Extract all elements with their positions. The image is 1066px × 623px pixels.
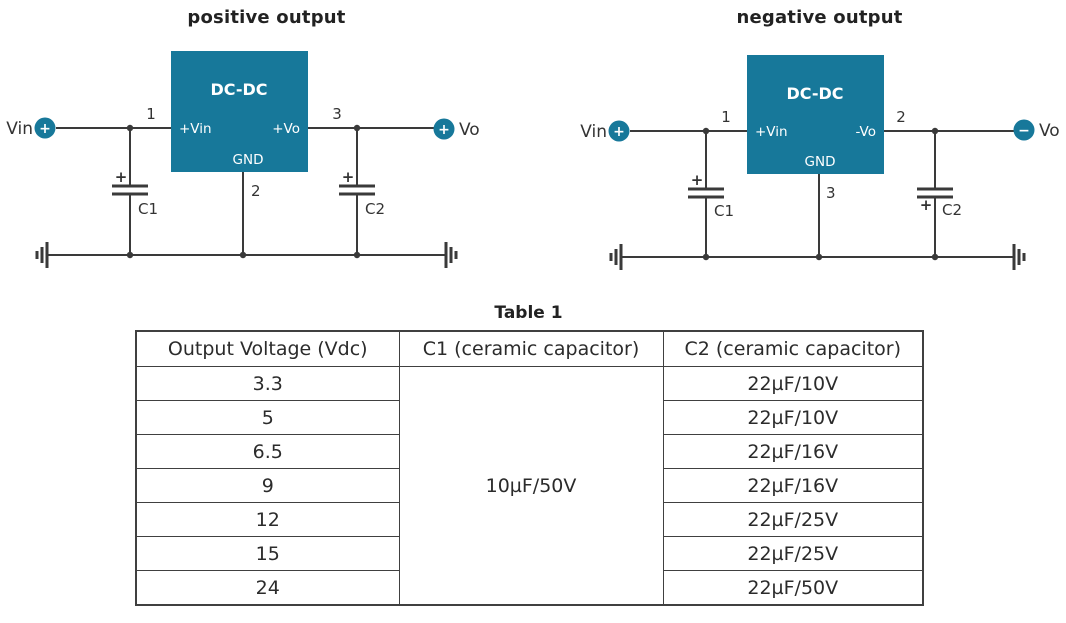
c2-cell: 22µF/16V	[662, 468, 924, 503]
vo-polarity-terminal	[1013, 119, 1035, 141]
c2-cell: 22µF/16V	[662, 434, 924, 469]
pin-number-3: 3	[826, 184, 836, 202]
pin-number-1: 1	[146, 105, 156, 123]
c1-label: C1	[138, 200, 158, 218]
header-c2: C2 (ceramic capacitor)	[662, 330, 924, 367]
c1-polarity-sign: +	[691, 171, 704, 189]
negative-circuit-diagram: DC-DC +Vin -Vo GND 1 2 3 Vin + − Vo + C1…	[580, 55, 1060, 270]
positive-output-circuit: positive output	[0, 0, 533, 290]
pin-vo-label: +Vo	[272, 121, 300, 137]
vin-label: Vin	[6, 119, 33, 139]
table-row: 24 22µF/50V	[135, 570, 924, 606]
positive-circuit-title: positive output	[187, 7, 346, 28]
positive-circuit-diagram: DC-DC +Vin +Vo GND 1 3 2 Vin + + Vo + C1…	[6, 51, 480, 268]
voltage-cell: 5	[135, 400, 400, 435]
vo-label: Vo	[1039, 121, 1060, 141]
dcdc-box-label: DC-DC	[210, 80, 267, 99]
table-row: 12 22µF/25V	[135, 502, 924, 537]
pin-number-3: 3	[332, 105, 342, 123]
c2-label: C2	[365, 200, 385, 218]
pin-vo-label: -Vo	[855, 124, 876, 140]
pin-vin-label: +Vin	[755, 124, 788, 140]
table-row: 3.3 10µF/50V 22µF/10V	[135, 366, 924, 606]
c2-cell: 22µF/10V	[662, 400, 924, 435]
vin-polarity-sign: +	[613, 124, 625, 140]
capacitor-plates	[112, 184, 375, 196]
c1-label: C1	[714, 202, 734, 220]
pin-vin-label: +Vin	[179, 121, 212, 137]
vo-polarity-sign: −	[1018, 123, 1030, 139]
pin-number-2: 2	[251, 182, 261, 200]
dcdc-box-label: DC-DC	[786, 84, 843, 103]
voltage-cell: 12	[135, 502, 400, 537]
negative-circuit-title: negative output	[736, 7, 903, 28]
capacitor-table-section: Table 1 Output Voltage (Vdc) C1 (ceramic…	[135, 303, 924, 606]
pin-gnd-label: GND	[233, 152, 264, 168]
ground-symbol-right	[1012, 244, 1026, 270]
wires	[47, 127, 446, 256]
table-title: Table 1	[494, 303, 563, 323]
vo-label: Vo	[459, 120, 480, 140]
ground-symbol-left	[35, 242, 49, 268]
voltage-cell: 24	[135, 570, 400, 606]
dcdc-converter-box	[171, 51, 308, 172]
vo-polarity-terminal	[433, 118, 455, 140]
voltage-cell: 15	[135, 536, 400, 571]
c2-polarity-sign: +	[920, 196, 933, 214]
voltage-cell: 6.5	[135, 434, 400, 469]
c2-cell: 22µF/25V	[662, 502, 924, 537]
junction-dots	[126, 124, 361, 259]
table-header-row: Output Voltage (Vdc) C1 (ceramic capacit…	[135, 330, 924, 367]
ground-symbol-right	[444, 242, 458, 268]
header-c1: C1 (ceramic capacitor)	[398, 330, 664, 367]
vin-label: Vin	[580, 122, 607, 142]
vin-polarity-terminal	[608, 120, 630, 142]
dcdc-converter-box	[747, 55, 884, 174]
capacitor-spec-table: Output Voltage (Vdc) C1 (ceramic capacit…	[135, 330, 924, 606]
negative-output-circuit: negative output	[533, 0, 1066, 290]
c2-cell: 22µF/10V	[662, 366, 924, 401]
vin-polarity-terminal	[34, 117, 56, 139]
voltage-cell: 9	[135, 468, 400, 503]
vo-polarity-sign: +	[438, 122, 450, 138]
table-row: 9 22µF/16V	[135, 468, 924, 503]
ground-symbol-left	[609, 244, 623, 270]
table-row: 5 22µF/10V	[135, 400, 924, 435]
c1-polarity-sign: +	[115, 168, 128, 186]
pin-number-2: 2	[896, 108, 906, 126]
voltage-cell: 3.3	[135, 366, 400, 401]
c2-label: C2	[942, 201, 962, 219]
capacitor-plates	[688, 187, 953, 199]
vin-polarity-sign: +	[39, 121, 51, 137]
pin-gnd-label: GND	[805, 154, 836, 170]
c2-cell: 22µF/25V	[662, 536, 924, 571]
junction-dots	[702, 127, 939, 261]
c1-merged-cell: 10µF/50V	[398, 366, 664, 606]
pin-number-1: 1	[721, 108, 731, 126]
table-row: 15 22µF/25V	[135, 536, 924, 571]
c2-cell: 22µF/50V	[662, 570, 924, 606]
c2-polarity-sign: +	[342, 168, 355, 186]
header-output-voltage: Output Voltage (Vdc)	[135, 330, 400, 367]
